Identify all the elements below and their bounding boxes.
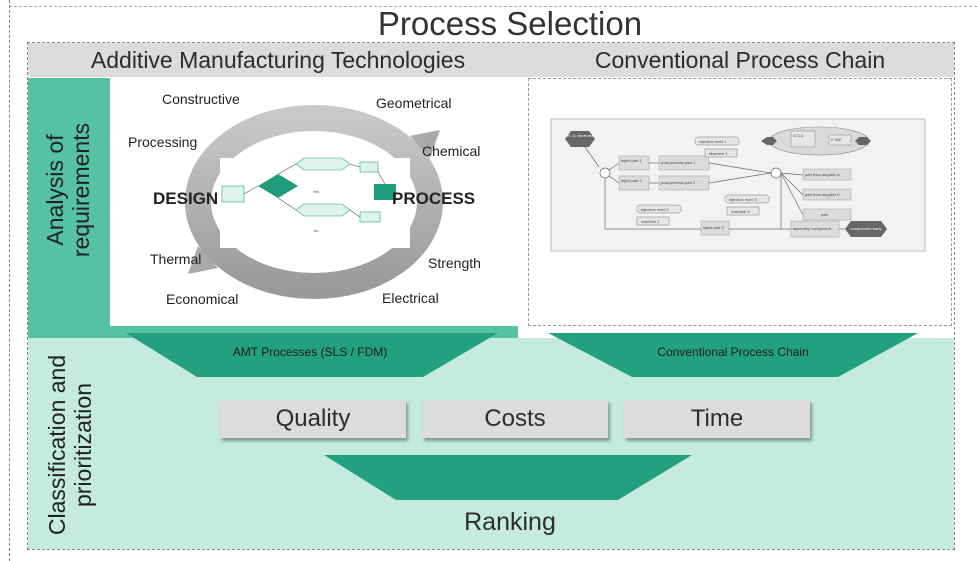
chain-tool-2-label: injection mold 2 [641,207,670,212]
chain-tool-3-label: injection mold 3 [729,197,758,202]
funnel-ranking [324,455,692,500]
chain-end-label: component ready [851,226,882,231]
criterion-time: Time [624,400,810,438]
criterion-quality: Quality [220,400,406,438]
chain-start-node [565,131,595,147]
chain-machine-1-label: Machine 1 [709,151,728,156]
chain-tool-1-label: injection mold 1 [699,139,728,144]
chain-supplier-b-label: part from supplier b [805,192,840,197]
chain-cluster-node-right [855,137,871,145]
funnel-conventional [548,333,918,377]
chain-supplier-b [802,188,852,201]
funnel-amt-label: AMT Processes (SLS / FDM) [232,345,388,359]
chain-post-process-2 [658,175,710,191]
chain-connectors [584,140,845,230]
chain-inject-part-3-label: inject part 3 [703,225,724,230]
chain-post-process-2-label: post-process part 2 [661,180,696,185]
cycle-ring [185,105,443,299]
diagram-title: Process Selection [377,5,643,42]
chain-post-process-1-label: post-process part 1 [661,160,696,165]
requirement-strength: Strength [428,255,481,271]
chain-inject-part-3 [700,220,730,236]
requirement-processing: Processing [128,134,197,150]
chain-part [802,208,852,221]
flow-label-no: No [313,228,319,233]
requirement-economical: Economical [166,291,238,307]
chain-cluster-box-b [828,134,852,146]
chain-cluster-a-label: A CLU [793,134,804,138]
chain-inject-part-2 [618,175,650,191]
process-chain-diagram: R. O. received inject part 1 inject part… [550,118,926,252]
requirement-chemical: Chemical [422,143,480,159]
requirement-electrical: Electrical [382,290,439,306]
flow-connectors [243,163,386,218]
cycle-label-process: PROCESS [392,189,475,208]
left-dashed-border [9,0,10,561]
chain-inject-part-1-label: inject part 1 [621,158,642,163]
chain-supplier-a [802,168,852,181]
chain-cluster-box-a [790,130,816,148]
design-process-cycle: Yes No DESIGN PROCESS Constructive Geome… [128,91,481,307]
cycle-label-design: DESIGN [153,189,218,208]
chain-start-label: R. O. received [567,133,593,138]
chain-assembly [790,220,840,238]
top-dashed-border [9,6,977,7]
column-header-band [28,43,954,77]
chain-machine-3 [726,206,760,216]
chain-machine-3-label: machine 3 [731,209,750,214]
chain-assembly-label: assembly component [793,226,832,231]
design-process-panel: Yes No DESIGN PROCESS Constructive Geome… [110,78,518,326]
process-chain-panel: R. O. received inject part 1 inject part… [528,78,952,326]
chain-tool-3 [724,194,770,204]
requirement-geometrical: Geometrical [376,95,451,111]
chain-cluster-b-label: P. MAT [831,138,843,142]
funnel-conventional-label: Conventional Process Chain [657,345,809,359]
chain-machine-1 [704,148,738,158]
chain-post-process-1 [658,155,710,171]
cycle-arrowhead-bottom [188,246,218,274]
criterion-costs: Costs [422,400,608,438]
chain-tool-2 [636,204,682,214]
chain-end-node [845,221,887,237]
chain-supplier-a-label: part from supplier a [805,172,840,177]
flow-decision [258,174,298,198]
chain-cluster-node-left [761,137,777,145]
diagram-frame [27,42,955,550]
flow-label-yes: Yes [313,189,320,194]
funnel-amt [126,333,498,377]
requirement-constructive: Constructive [162,91,240,107]
chain-inject-part-1 [618,155,650,171]
chain-split-gate [599,167,611,179]
chain-part-label: part [821,212,829,217]
ranking-label: Ranking [464,508,556,536]
chain-machine-2-label: machine 2 [641,219,660,224]
requirement-thermal: Thermal [150,251,201,267]
chain-inject-part-2-label: inject part 2 [621,178,642,183]
cycle-arrowhead-top [410,130,440,158]
flow-process-box [374,184,396,200]
column-header-amt: Additive Manufacturing Technologies [90,47,466,73]
chain-machine-2 [636,216,670,226]
chain-tool-1 [694,136,740,146]
chain-merge-gate [770,167,782,179]
column-header-conventional: Conventional Process Chain [594,47,886,73]
